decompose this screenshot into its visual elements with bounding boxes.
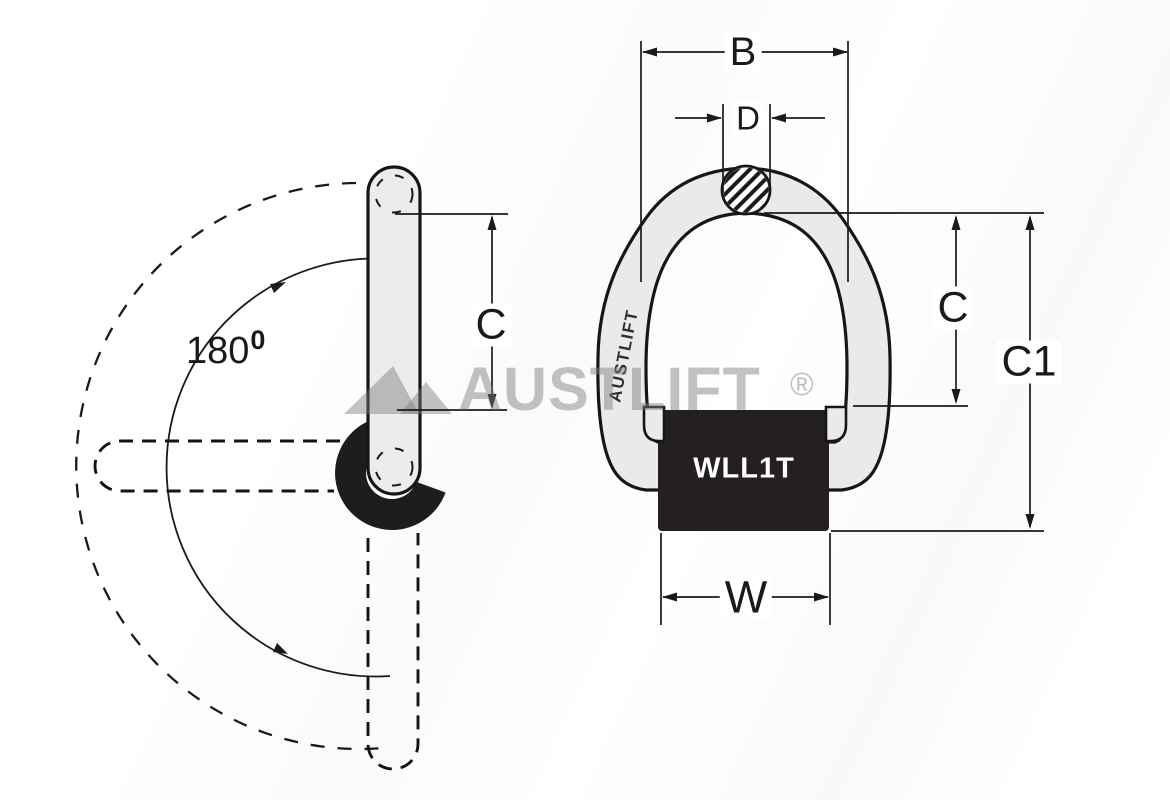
bottom-pin-hidden-circle (374, 447, 414, 487)
top-pin-hidden-circle (374, 174, 414, 214)
rotation-arc (165, 257, 391, 678)
arrow-b-left-icon (642, 47, 657, 57)
arrow-c-front-bottom-icon (951, 389, 961, 404)
watermark-logo-icon (344, 366, 452, 414)
front-view: AUSTLIFT (596, 164, 892, 531)
pivot-hub (335, 416, 446, 530)
rotated-position-horizontal-dashed (93, 439, 340, 493)
right-leg-foot (824, 405, 848, 443)
watermark-triangle-left (344, 366, 419, 414)
rotation-arrow-up-icon (270, 282, 286, 293)
rotation-arrow-down-icon (273, 643, 288, 654)
dim-label-c-side-view: C (470, 303, 512, 347)
arrow-d-right-icon (771, 113, 786, 123)
watermark-triangle-right (400, 382, 452, 414)
dimension-arrowheads (487, 47, 1035, 602)
wll-marking: WLL1T (693, 452, 795, 485)
arrow-c-side-bottom-icon (487, 394, 497, 409)
arrow-w-left-icon (662, 592, 677, 602)
dim-label-c-front-view: C (932, 286, 974, 330)
dim-label-c1: C1 (996, 340, 1062, 384)
dim-label-w: W (719, 574, 773, 620)
arrow-c-side-top-icon (487, 215, 497, 230)
weld-base-block (658, 410, 829, 531)
arrow-d-left-icon (707, 113, 722, 123)
rotation-degree-superscript: 0 (250, 325, 266, 355)
cross-section-hatching (723, 167, 769, 213)
dim-label-d: D (731, 101, 765, 135)
arrow-w-right-icon (814, 592, 829, 602)
left-leg-foot (642, 405, 666, 443)
watermark-wordmark: AUSTLIFT (458, 355, 761, 423)
rotation-angle-label: 1800 (186, 327, 265, 372)
link-side-profile (366, 165, 422, 496)
registered-trademark-icon: ® (790, 366, 814, 402)
arrow-b-right-icon (833, 47, 848, 57)
arrow-c1-bottom-icon (1025, 514, 1035, 529)
arrow-c-front-top-icon (951, 215, 961, 230)
swing-path-dashed-arc (75, 181, 384, 751)
rotated-position-vertical-dashed (366, 533, 420, 771)
arrow-c1-top-icon (1025, 215, 1035, 230)
dim-label-b: B (724, 32, 762, 72)
rotation-angle-value: 180 (186, 330, 250, 372)
side-view (75, 165, 446, 771)
